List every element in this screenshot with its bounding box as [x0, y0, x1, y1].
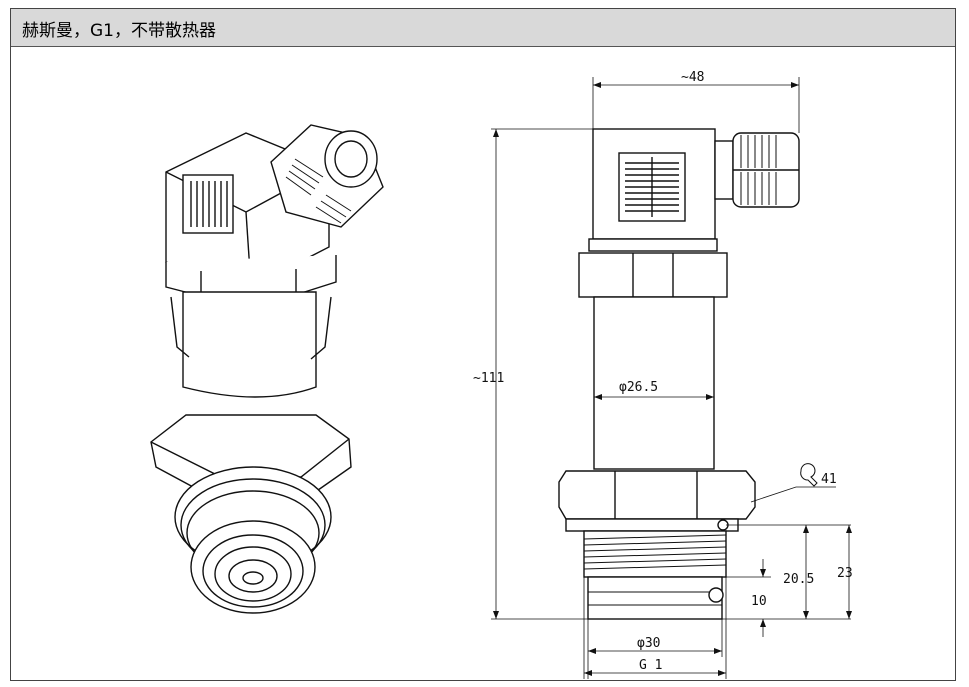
dim-wrench: 41 — [821, 472, 837, 487]
iso-cable-gland — [270, 124, 384, 228]
dim-height-total: ~111 — [473, 371, 504, 386]
o-ring-lower-icon — [708, 587, 724, 603]
drawing-frame: 赫斯曼，G1，不带散热器 — [10, 8, 956, 681]
dim-diameter-bottom: φ30 — [637, 636, 660, 651]
dimension-lines — [491, 77, 851, 679]
front-upper-nut — [578, 252, 728, 298]
isometric-view — [150, 124, 384, 614]
iso-body — [182, 291, 317, 398]
front-lower-nut — [558, 470, 756, 520]
front-cable-gland — [714, 132, 800, 208]
dim-10: 10 — [751, 594, 767, 609]
dim-20-5: 20.5 — [783, 572, 814, 587]
front-bottom — [587, 576, 723, 620]
dim-width-top: ~48 — [681, 70, 704, 85]
wrench-icon — [800, 463, 818, 487]
front-body — [593, 296, 715, 470]
front-view — [558, 128, 800, 620]
front-vent-icon — [618, 152, 686, 222]
drawing-svg: ~48 ~111 φ26.5 41 20.5 23 10 φ30 G 1 — [150, 70, 853, 679]
dim-thread: G 1 — [639, 658, 662, 673]
vent-slots-icon — [182, 174, 234, 234]
header-bar: 赫斯曼，G1，不带散热器 — [11, 9, 955, 47]
dim-diameter-body: φ26.5 — [619, 380, 658, 395]
technical-drawing: ~48 ~111 φ26.5 41 20.5 23 10 φ30 G 1 — [11, 47, 957, 682]
dimension-arrows — [493, 82, 852, 676]
page-title: 赫斯曼，G1，不带散热器 — [22, 21, 216, 41]
dim-23: 23 — [837, 566, 853, 581]
